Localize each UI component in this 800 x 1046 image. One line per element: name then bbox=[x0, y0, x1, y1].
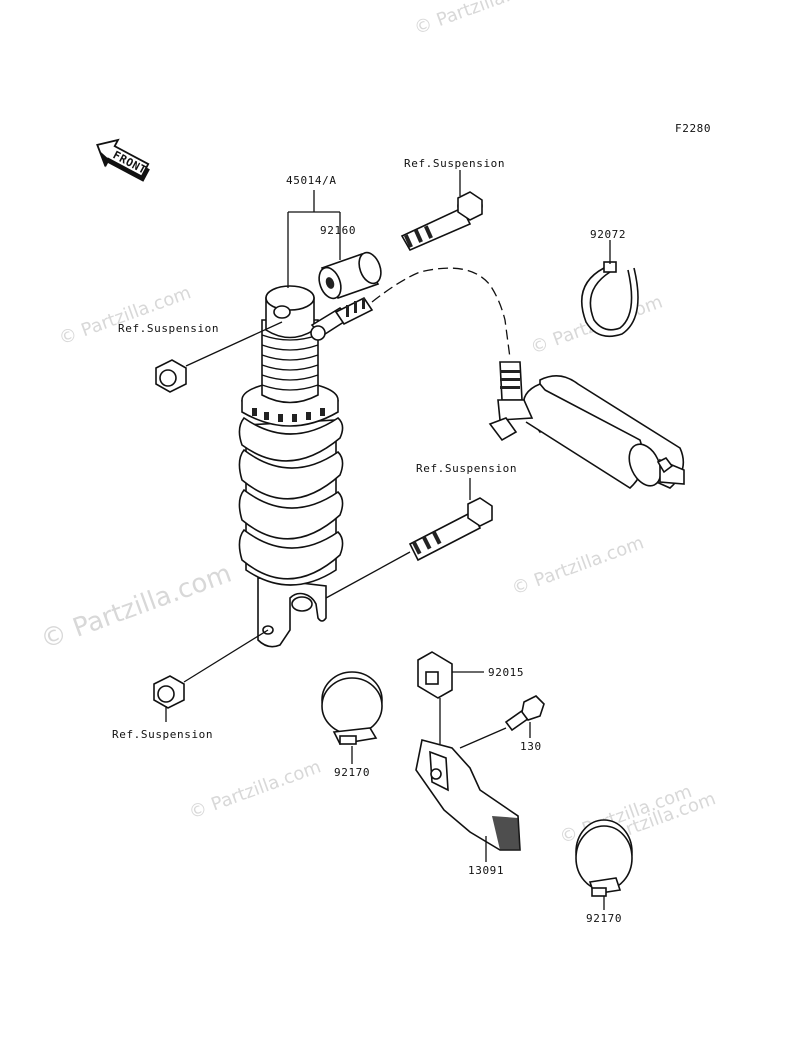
reservoir bbox=[488, 361, 685, 490]
upper-nut bbox=[155, 359, 187, 393]
watermark: © Partzilla.com bbox=[509, 532, 647, 599]
label-clamp-left: 92170 bbox=[334, 766, 370, 779]
watermark: © Partzilla.com bbox=[186, 756, 324, 823]
label-upper-bolt-ref: Ref.Suspension bbox=[404, 157, 505, 170]
upper-bolt bbox=[400, 191, 483, 252]
callout-labels: 45014/A 92160 Ref.Suspension Ref.Suspens… bbox=[112, 157, 626, 925]
figure-code: F2280 bbox=[675, 122, 711, 135]
label-cover: 13091 bbox=[468, 864, 504, 877]
coil-spring bbox=[238, 416, 344, 580]
label-upper-nut-ref: Ref.Suspension bbox=[118, 322, 219, 335]
reservoir-hose bbox=[371, 267, 511, 359]
hose-fitting bbox=[310, 296, 374, 341]
label-lower-nut-ref: Ref.Suspension bbox=[112, 728, 213, 741]
clamp-right bbox=[575, 819, 633, 897]
clip bbox=[417, 651, 453, 699]
label-bolt: 130 bbox=[520, 740, 542, 753]
lower-nut bbox=[153, 675, 185, 709]
watermark: © Partzilla.com bbox=[411, 0, 549, 39]
clamp-left bbox=[321, 671, 383, 745]
label-lower-bolt-ref: Ref.Suspension bbox=[416, 462, 517, 475]
reservoir-band bbox=[580, 261, 639, 338]
bolt bbox=[504, 695, 545, 732]
watermark-large: © Partzilla.com bbox=[37, 559, 236, 656]
shock-absorber bbox=[238, 285, 374, 648]
label-clamp-right: 92170 bbox=[586, 912, 622, 925]
watermark: © Partzilla.com bbox=[56, 282, 194, 349]
collar bbox=[318, 251, 382, 300]
label-collar: 92160 bbox=[320, 224, 356, 237]
label-band: 92072 bbox=[590, 228, 626, 241]
cover bbox=[415, 739, 521, 851]
front-arrow-icon: FRONT bbox=[96, 138, 150, 182]
label-shock-assembly: 45014/A bbox=[286, 174, 337, 187]
leader-lines bbox=[165, 170, 611, 910]
label-clip: 92015 bbox=[488, 666, 524, 679]
lower-bolt bbox=[408, 497, 493, 562]
